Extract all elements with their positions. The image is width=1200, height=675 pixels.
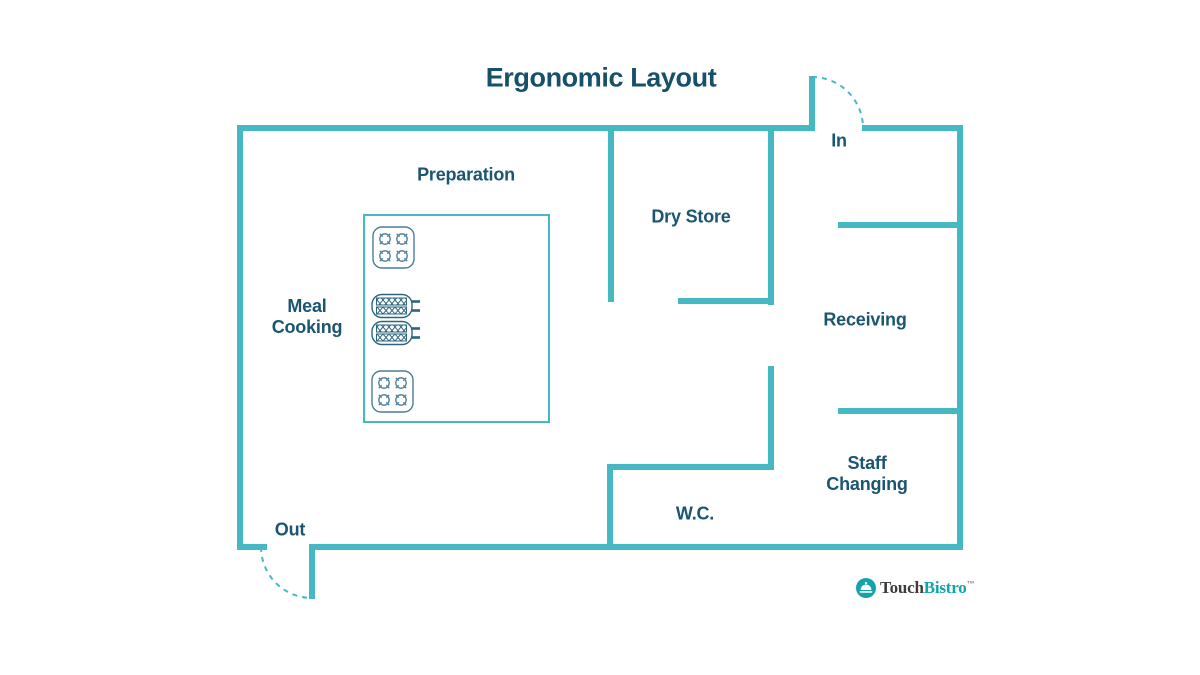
room-label-meal-cooking: Meal Cooking xyxy=(271,296,343,337)
touchbistro-logo: TouchBistro™ xyxy=(856,576,975,600)
cooking-island xyxy=(363,214,550,423)
wall-mid-right xyxy=(768,366,774,470)
wall-prep-drystore-divider xyxy=(608,125,614,302)
wall-drystore-right xyxy=(768,125,774,305)
room-label-staff-changing: Staff Changing xyxy=(826,453,908,494)
out-door-leaf xyxy=(309,544,315,599)
wall-receiving-bottom xyxy=(838,408,957,414)
room-label-dry-store: Dry Store xyxy=(651,206,731,227)
wall-outer-right xyxy=(957,125,963,550)
grill-icon xyxy=(371,293,421,319)
wall-outer-top-right xyxy=(862,125,963,131)
wall-outer-bottom-main xyxy=(309,544,963,550)
wall-outer-top-left xyxy=(237,125,815,131)
door-label-out: Out xyxy=(274,519,306,540)
wall-wc-left xyxy=(607,464,613,550)
in-door-leaf xyxy=(809,76,815,131)
room-label-preparation: Preparation xyxy=(417,164,515,185)
touchbistro-cloche-icon xyxy=(856,578,876,598)
four-burner-stove-icon xyxy=(371,370,414,413)
door-label-in: In xyxy=(831,130,847,151)
wall-outer-bottom-left xyxy=(237,544,267,550)
in-door-swing-arc xyxy=(811,76,864,129)
wall-outer-left xyxy=(237,125,243,550)
four-burner-stove-icon xyxy=(372,226,415,269)
grill-icon xyxy=(371,320,421,346)
wall-drystore-bottom xyxy=(678,298,774,304)
room-label-receiving: Receiving xyxy=(823,309,907,330)
out-door-swing-arc xyxy=(260,546,313,599)
room-label-wc: W.C. xyxy=(675,503,715,524)
touchbistro-wordmark: TouchBistro™ xyxy=(880,578,975,597)
page-title: Ergonomic Layout xyxy=(485,62,717,93)
wall-receiving-top xyxy=(838,222,957,228)
wall-wc-top xyxy=(607,464,774,470)
